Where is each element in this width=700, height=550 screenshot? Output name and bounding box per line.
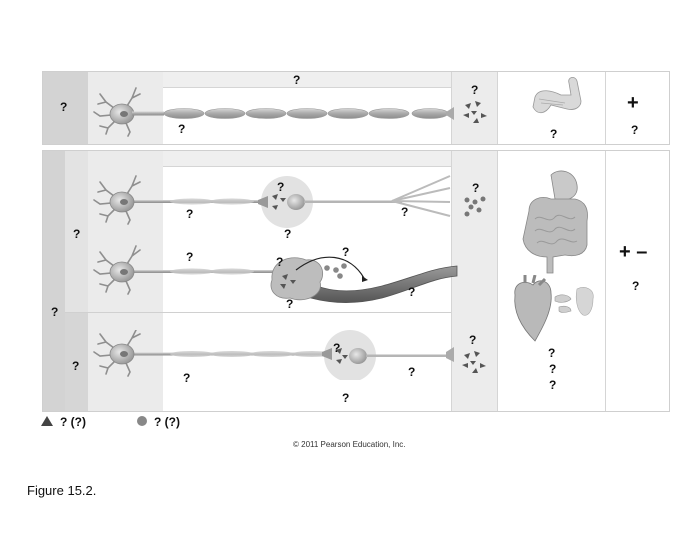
sympathetic-subdivision-label: ? (73, 227, 81, 241)
acetylcholine-triangles-icon (463, 101, 487, 123)
figure-caption: Figure 15.2. (27, 483, 97, 498)
circle-icon (137, 416, 147, 426)
axon-header-strip (163, 72, 451, 88)
row2-ganglion-below-label: ? (286, 297, 294, 311)
sympathetic-subdivision-cell (65, 151, 88, 313)
legend-norepinephrine-label: ? (?) (154, 415, 180, 429)
legend-acetylcholine-label: ? (?) (60, 415, 86, 429)
row1-ganglion-label: ? (277, 180, 285, 194)
excitatory-inhibitory-symbol: + – (619, 241, 648, 263)
parasympathetic-neuron-icon (93, 330, 454, 380)
row1-postganglionic-label: ? (401, 205, 409, 219)
acetylcholine-triangles-icon-2 (462, 351, 486, 373)
row3-preganglionic-label: ? (183, 371, 191, 385)
somatic-row-label: ? (60, 100, 68, 114)
row2-vessel-label: ? (408, 285, 416, 299)
somatic-effect-label: ? (631, 123, 639, 137)
row2-ganglion-label: ? (276, 255, 284, 269)
row-divider (65, 312, 497, 313)
row2-arrow-label: ? (342, 245, 350, 259)
autonomic-division-label: ? (51, 305, 59, 319)
effector-label-3: ? (549, 378, 557, 392)
row1-preganglionic-label: ? (186, 207, 194, 221)
effector-label-1: ? (548, 346, 556, 360)
effect-cell-bottom (605, 151, 669, 411)
neurotransmitter-cell-top (451, 72, 497, 144)
excitatory-symbol: + (627, 92, 639, 114)
effector-cell-bottom (497, 151, 605, 411)
triangle-icon (41, 416, 53, 426)
effector-cell-top (497, 72, 605, 144)
skeletal-muscle-arm-icon (532, 77, 582, 114)
row3-neurotransmitter-label: ? (469, 333, 477, 347)
autonomic-division-cell (43, 151, 65, 411)
row3-ganglion-below-label: ? (342, 391, 350, 405)
autonomic-effect-label: ? (632, 279, 640, 293)
row1-neurotransmitter-label: ? (472, 181, 480, 195)
somatic-neurotransmitter-label: ? (471, 83, 479, 97)
adrenal-medulla-neuron-icon (93, 245, 458, 303)
somatic-axon-label: ? (178, 122, 186, 136)
parasympathetic-subdivision-label: ? (72, 359, 80, 373)
parasympathetic-subdivision-cell (65, 313, 88, 411)
norepinephrine-dots-icon (464, 196, 486, 217)
copyright-notice: © 2011 Pearson Education, Inc. (293, 440, 406, 449)
row1-ganglion-below-label: ? (284, 227, 292, 241)
row2-preganglionic-label: ? (186, 250, 194, 264)
neurotransmitter-cell-bottom (451, 151, 497, 411)
skeletal-muscle-label: ? (550, 127, 558, 141)
digestive-organs-icon (522, 170, 588, 274)
row3-postganglionic-label: ? (408, 365, 416, 379)
sympathetic-neuron-1-icon (93, 175, 451, 228)
axon-header-label: ? (293, 73, 301, 87)
pns-header-strip (163, 151, 451, 167)
somatic-row-label-cell (43, 72, 88, 144)
heart-and-glands-icon (514, 275, 594, 342)
effect-cell-top (605, 72, 669, 144)
row3-ganglion-label: ? (333, 341, 341, 355)
motor-neuron-icon (93, 87, 454, 137)
effector-label-2: ? (549, 362, 557, 376)
